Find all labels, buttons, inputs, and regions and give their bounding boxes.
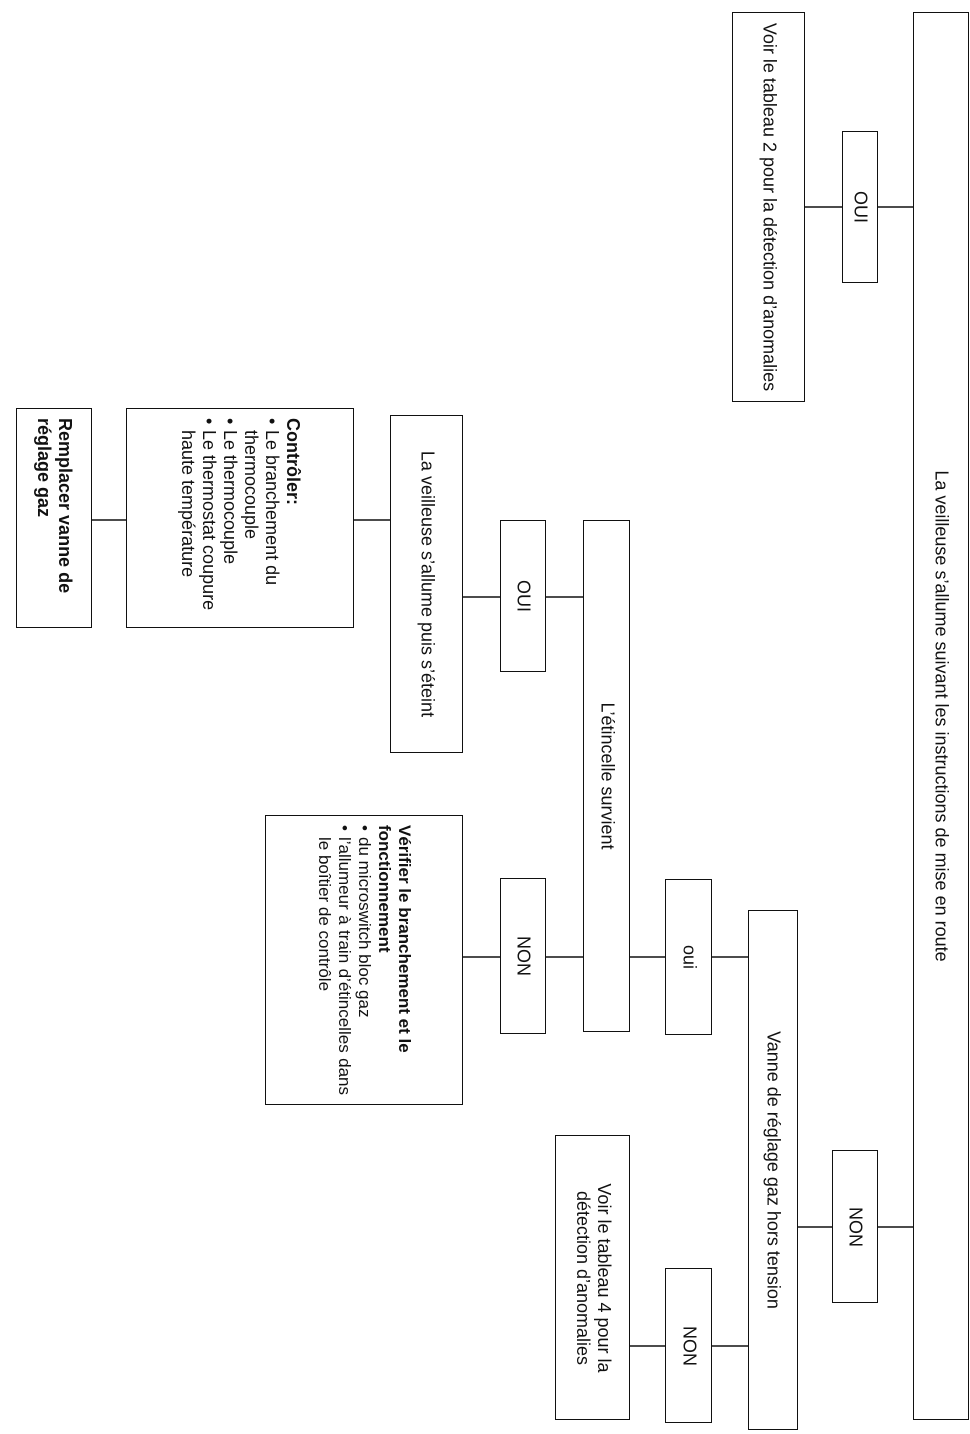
oui-top-node: OUI: [842, 131, 878, 283]
verifier-list: du microswitch bloc gaz l’allumeur à tra…: [314, 825, 374, 1095]
root-node: La veilleuse s’allume suivant les instru…: [913, 12, 969, 1420]
non-top-label: NON: [845, 1206, 866, 1247]
controler-content: Contrôler: Le branchement du thermocoupl…: [177, 418, 303, 618]
verifier-title: Vérifier le branchement et le fonctionne…: [375, 825, 414, 1053]
see-table4-node: Voir le tableau 4 pour la détection d’an…: [555, 1135, 630, 1420]
allume-eteint-node: La veilleuse s’allume puis s’éteint: [390, 415, 463, 753]
controler-item: Le thermostat coupure haute température: [177, 418, 219, 618]
allume-eteint-label: La veilleuse s’allume puis s’éteint: [417, 450, 437, 718]
vanne-hors-tension-node: Vanne de réglage gaz hors tension: [748, 910, 798, 1430]
controler-item: Le branchement du thermocouple: [240, 418, 282, 618]
see-table2-node: Voir le tableau 2 pour la détection d’an…: [732, 12, 805, 402]
non-vanne-node: NON: [665, 1268, 712, 1423]
verifier-item: du microswitch bloc gaz: [354, 825, 374, 1095]
oui-vanne-node: oui: [665, 879, 712, 1035]
non-etincelle-label: NON: [513, 936, 534, 976]
controler-title: Contrôler:: [283, 418, 303, 505]
see-table2-label: Voir le tableau 2 pour la détection d’an…: [759, 22, 779, 392]
remplacer-node: Remplacer vanne de réglage gaz: [16, 408, 92, 628]
non-top-node: NON: [832, 1150, 878, 1303]
oui-top-label: OUI: [850, 190, 871, 223]
root-node-label: La veilleuse s’allume suivant les instru…: [931, 470, 952, 962]
non-vanne-label: NON: [679, 1325, 699, 1366]
oui-etincelle-node: OUI: [500, 520, 546, 672]
remplacer-label: Remplacer vanne de réglage gaz: [34, 418, 75, 594]
oui-etincelle-label: OUI: [513, 579, 534, 612]
etincelle-node: L’étincelle survient: [583, 520, 630, 1032]
vanne-hors-tension-label: Vanne de réglage gaz hors tension: [763, 1031, 784, 1309]
verifier-item: l’allumeur à train d’étincelles dans le …: [314, 825, 354, 1095]
controler-node: Contrôler: Le branchement du thermocoupl…: [126, 408, 354, 628]
non-etincelle-node: NON: [500, 878, 546, 1034]
controler-list: Le branchement du thermocouple Le thermo…: [177, 418, 282, 618]
see-table4-label: Voir le tableau 4 pour la détection d’an…: [572, 1182, 614, 1373]
verifier-node: Vérifier le branchement et le fonctionne…: [265, 815, 463, 1105]
oui-vanne-label: oui: [679, 944, 699, 970]
verifier-content: Vérifier le branchement et le fonctionne…: [314, 825, 414, 1095]
etincelle-label: L’étincelle survient: [597, 702, 617, 850]
controler-item: Le thermocouple: [219, 418, 240, 618]
